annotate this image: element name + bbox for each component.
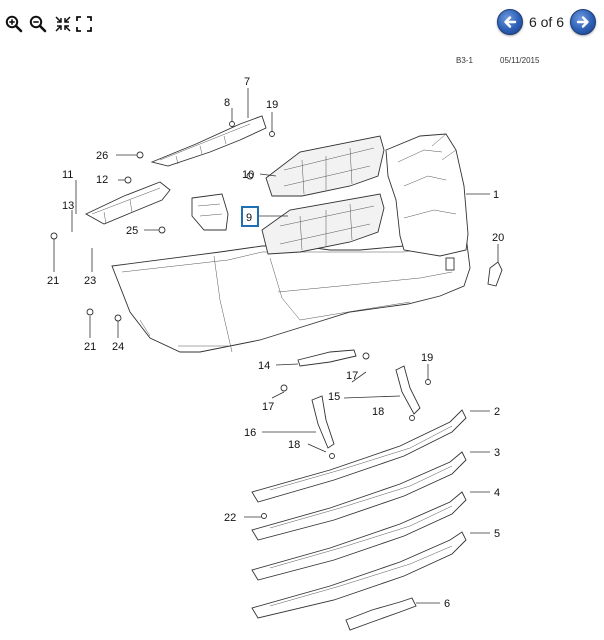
callout-26[interactable]: 26	[96, 150, 108, 162]
page-indicator: 6 of 6	[528, 14, 564, 30]
callout-18b[interactable]: 18	[288, 439, 300, 451]
impact-absorber-lower[interactable]	[261, 193, 385, 255]
callout-13[interactable]: 13	[62, 200, 74, 212]
callout-17b[interactable]: 17	[262, 401, 274, 413]
arrow-left-icon	[504, 16, 517, 28]
side-bracket-left[interactable]	[85, 181, 171, 225]
fullscreen-button[interactable]	[74, 14, 94, 34]
trim-strip-6[interactable]	[345, 597, 417, 631]
callout-7[interactable]: 7	[244, 76, 250, 88]
zoom-in-icon	[5, 15, 23, 33]
callout-9[interactable]: 9	[246, 212, 252, 224]
trim-strip-4[interactable]	[251, 491, 467, 581]
lower-bracket-right[interactable]	[395, 365, 421, 415]
lower-bracket-left[interactable]	[311, 395, 335, 449]
toolbar: 6 of 6	[0, 0, 604, 44]
callout-3[interactable]: 3	[494, 447, 500, 459]
callout-20[interactable]: 20	[492, 232, 504, 244]
callout-19b[interactable]: 19	[421, 352, 433, 364]
fit-page-icon	[55, 16, 71, 32]
callout-15[interactable]: 15	[328, 391, 340, 403]
callout-2[interactable]: 2	[494, 406, 500, 418]
upper-mounting-bracket[interactable]	[150, 115, 267, 167]
callout-21a[interactable]: 21	[47, 275, 59, 287]
callout-12[interactable]: 12	[96, 174, 108, 186]
callout-8[interactable]: 8	[224, 97, 230, 109]
trim-strip-2[interactable]	[251, 409, 467, 503]
impact-absorber-upper[interactable]	[265, 135, 385, 197]
callout-21b[interactable]: 21	[84, 341, 96, 353]
callout-24[interactable]: 24	[112, 341, 124, 353]
callout-10[interactable]: 10	[242, 169, 254, 181]
callout-23[interactable]: 23	[84, 275, 96, 287]
section-code: B3-1	[456, 56, 473, 65]
callout-19a[interactable]: 19	[266, 99, 278, 111]
fit-page-button[interactable]	[53, 14, 73, 34]
side-clip[interactable]	[487, 261, 503, 287]
reflector-strip[interactable]	[297, 349, 357, 367]
zoom-in-button[interactable]	[4, 14, 24, 34]
callout-16[interactable]: 16	[244, 427, 256, 439]
center-support-bracket[interactable]	[191, 193, 229, 231]
callout-18a[interactable]: 18	[372, 406, 384, 418]
callout-6[interactable]: 6	[444, 598, 450, 610]
zoom-out-icon	[29, 15, 47, 33]
callout-14[interactable]: 14	[258, 360, 270, 372]
callout-4[interactable]: 4	[494, 487, 500, 499]
next-page-button[interactable]	[570, 9, 596, 35]
previous-page-button[interactable]	[496, 9, 523, 35]
trim-strip-5[interactable]	[251, 531, 467, 619]
fullscreen-icon	[76, 16, 92, 32]
trim-strip-3[interactable]	[251, 451, 467, 541]
callout-11[interactable]: 11	[62, 169, 73, 181]
callout-9-highlight	[241, 206, 259, 227]
page-navigation: 6 of 6	[496, 8, 596, 36]
document-date: 05/11/2015	[500, 56, 540, 65]
callout-17a[interactable]: 17	[346, 370, 358, 382]
callout-1[interactable]: 1	[493, 189, 499, 201]
callout-22[interactable]: 22	[224, 512, 236, 524]
zoom-out-button[interactable]	[28, 14, 48, 34]
callout-5[interactable]: 5	[494, 528, 500, 540]
callout-25[interactable]: 25	[126, 225, 138, 237]
arrow-right-icon	[576, 16, 589, 28]
